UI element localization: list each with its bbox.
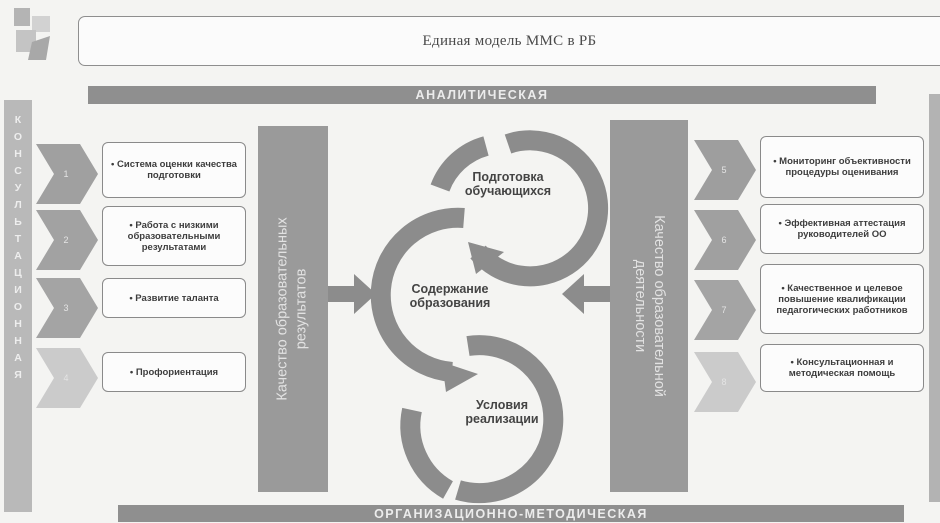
right-quality-bar <box>610 120 688 492</box>
page-title: Единая модель ММС в РБ <box>422 32 597 49</box>
consulting-strip-letter: А <box>14 352 22 364</box>
chevron-8 <box>694 352 756 412</box>
logo-icon <box>14 8 50 60</box>
chevron-7-number: 7 <box>721 305 727 315</box>
right-quality-bar-label-wrap: Качество образовательной деятельности <box>610 125 688 487</box>
circle-top-label: Подготовка обучающихся <box>464 170 552 198</box>
consulting-strip-letter: Н <box>14 335 22 347</box>
band-analytical: АНАЛИТИЧЕСКАЯ <box>88 86 876 104</box>
chevron-8-number: 8 <box>721 377 727 387</box>
band-organizational-label: ОРГАНИЗАЦИОННО-МЕТОДИЧЕСКАЯ <box>374 506 648 521</box>
right-arrow-icon <box>562 274 610 314</box>
left-quality-bar-label-wrap: Качество образовательных результатов <box>258 130 328 488</box>
consulting-strip-letter: Я <box>14 369 22 381</box>
bottom-ring <box>455 335 564 504</box>
top-ring <box>470 130 609 287</box>
consulting-strip-letter: О <box>13 301 23 313</box>
left-item-4: • Профориентация <box>102 352 246 392</box>
consulting-strip-letter: И <box>14 284 22 296</box>
consulting-strip-letter: Н <box>14 318 22 330</box>
middle-ring-arrowhead-icon <box>442 362 478 392</box>
consulting-strip-letter: Ц <box>14 267 22 279</box>
right-item-5: • Мониторинг объективности процедуры оце… <box>760 136 924 198</box>
left-item-1: • Система оценки качества подготовки <box>102 142 246 198</box>
chevron-6-number: 6 <box>721 235 727 245</box>
middle-ring <box>370 207 465 382</box>
band-organizational: ОРГАНИЗАЦИОННО-МЕТОДИЧЕСКАЯ <box>118 505 904 522</box>
chevron-2 <box>36 210 98 270</box>
consulting-strip-letter: О <box>13 131 23 143</box>
consulting-strip-letter: Ь <box>14 216 22 228</box>
consulting-strip-letter: Л <box>14 199 22 211</box>
chevron-3 <box>36 278 98 338</box>
left-chevron-column <box>36 144 98 408</box>
chevron-4 <box>36 348 98 408</box>
title-box: Единая модель ММС в РБ <box>78 16 940 66</box>
consulting-strip <box>4 100 32 512</box>
right-item-8: • Консультационная и методическая помощь <box>760 344 924 392</box>
chevron-5-number: 5 <box>721 165 727 175</box>
chevron-1-number: 1 <box>63 169 69 179</box>
circle-diagram <box>328 130 610 504</box>
left-item-2: • Работа с низкими образовательными резу… <box>102 206 246 266</box>
right-item-6: • Эффективная аттестация руководителей О… <box>760 204 924 254</box>
consulting-strip-letter: У <box>14 182 22 194</box>
left-quality-bar-label: Качество образовательных результатов <box>275 217 311 401</box>
chevron-1 <box>36 144 98 204</box>
right-side-strip <box>929 94 940 502</box>
chevron-4-number: 4 <box>63 373 69 383</box>
consulting-strip-letter: К <box>14 114 22 126</box>
chevron-3-number: 3 <box>63 303 69 313</box>
left-item-3: • Развитие таланта <box>102 278 246 318</box>
consulting-strip-letter: А <box>14 250 22 262</box>
left-arrow-icon <box>328 274 376 314</box>
consulting-strip-letter: С <box>14 165 22 177</box>
chevron-2-number: 2 <box>63 235 69 245</box>
circle-middle-label: Содержание образования <box>409 282 491 310</box>
bottom-ring-left-arc <box>400 407 454 499</box>
right-chevron-column <box>694 140 756 412</box>
chevron-7 <box>694 280 756 340</box>
circle-bottom-label: Условия реализации <box>465 398 539 426</box>
right-item-7: • Качественное и целевое повышение квали… <box>760 264 924 334</box>
chevron-6 <box>694 210 756 270</box>
top-ring-left-arc <box>430 136 490 192</box>
left-quality-bar <box>258 126 328 492</box>
band-analytical-label: АНАЛИТИЧЕСКАЯ <box>415 88 549 102</box>
chevron-5 <box>694 140 756 200</box>
consulting-strip-letter: Т <box>14 233 22 245</box>
right-quality-bar-label: Качество образовательной деятельности <box>632 215 668 397</box>
top-ring-arrowhead-icon <box>468 242 504 274</box>
consulting-strip-letter: Н <box>14 148 22 160</box>
